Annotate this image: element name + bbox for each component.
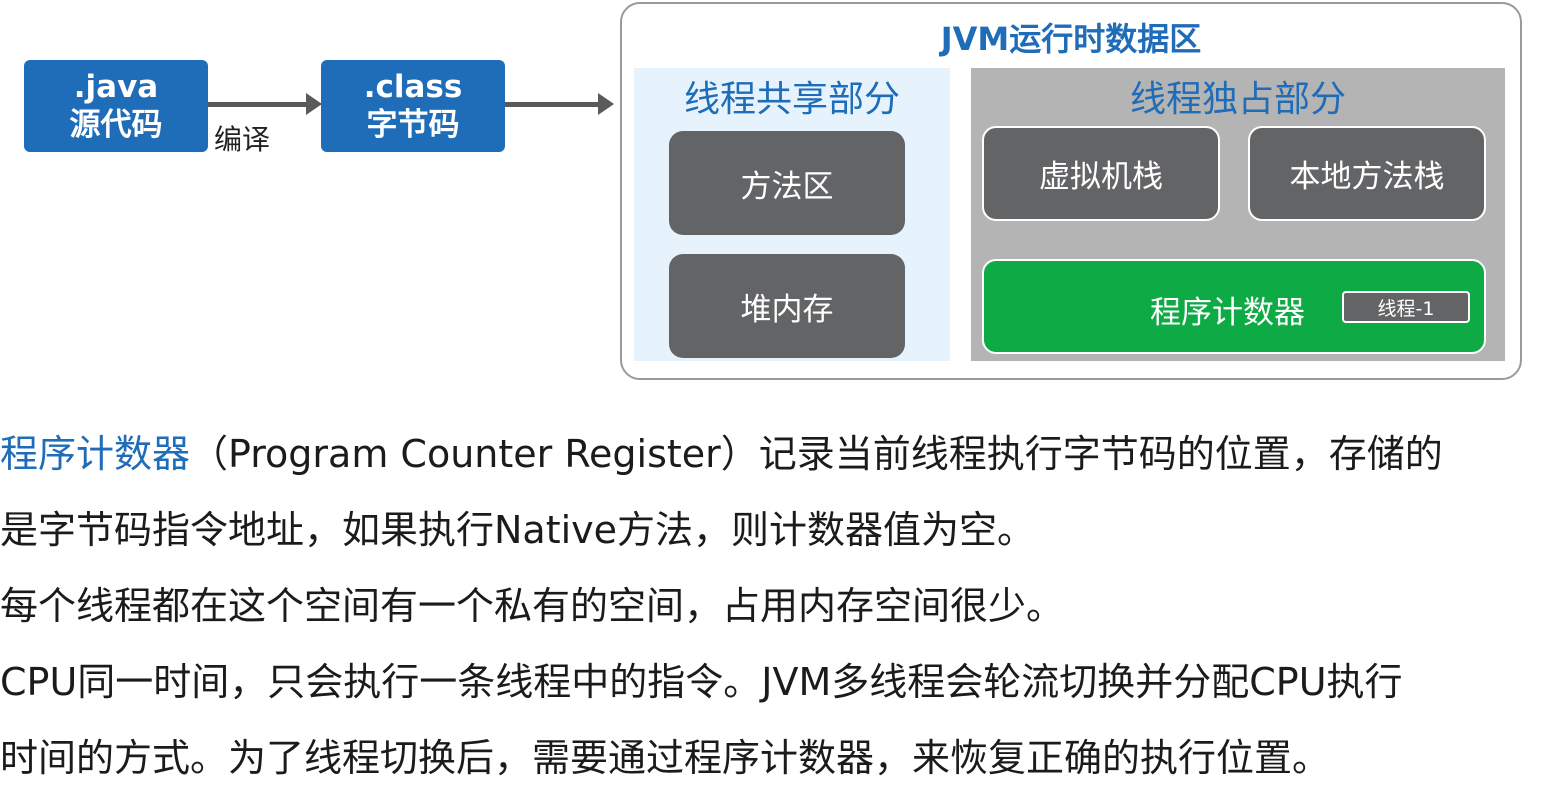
explanation-line-2: 是字节码指令地址，如果执行Native方法，则计数器值为空。	[0, 508, 1036, 552]
thread-shared-title: 线程共享部分	[683, 79, 900, 120]
load-arrow-head-icon	[598, 93, 614, 115]
explanation-line-5: 时间的方式。为了线程切换后，需要通过程序计数器，来恢复正确的执行位置。	[0, 736, 1331, 780]
compile-arrow-head-icon	[306, 93, 322, 115]
thread-private-title: 线程独占部分	[1129, 79, 1346, 120]
thread-badge: 线程-1	[1342, 291, 1470, 323]
program-counter-box: 程序计数器 线程-1	[982, 259, 1486, 354]
jvm-runtime-title: JVM运行时数据区	[940, 20, 1202, 58]
method-area-box: 方法区	[669, 131, 905, 235]
java-source-box: .java 源代码	[24, 60, 208, 152]
class-bytecode-ext: .class	[363, 69, 463, 105]
class-bytecode-box: .class 字节码	[321, 60, 505, 152]
vm-stack-box: 虚拟机栈	[982, 126, 1220, 221]
explanation-line-1-rest: （Program Counter Register）记录当前线程执行字节码的位置…	[190, 432, 1443, 476]
java-source-label: 源代码	[69, 107, 163, 143]
load-arrow-line	[505, 102, 600, 107]
compile-arrow-line	[208, 102, 308, 107]
program-counter-label: 程序计数器	[1150, 295, 1305, 331]
compile-label: 编译	[214, 123, 271, 156]
java-source-ext: .java	[73, 69, 159, 105]
heap-memory-box: 堆内存	[669, 254, 905, 358]
explanation-line-1: 程序计数器（Program Counter Register）记录当前线程执行字…	[0, 416, 1561, 492]
program-counter-term: 程序计数器	[0, 432, 191, 476]
explanation-line-3: 每个线程都在这个空间有一个私有的空间，占用内存空间很少。	[0, 584, 1065, 628]
native-method-stack-box: 本地方法栈	[1248, 126, 1486, 221]
class-bytecode-label: 字节码	[366, 107, 460, 143]
explanation-line-4: CPU同一时间，只会执行一条线程中的指令。JVM多线程会轮流切换并分配CPU执行	[0, 660, 1403, 704]
